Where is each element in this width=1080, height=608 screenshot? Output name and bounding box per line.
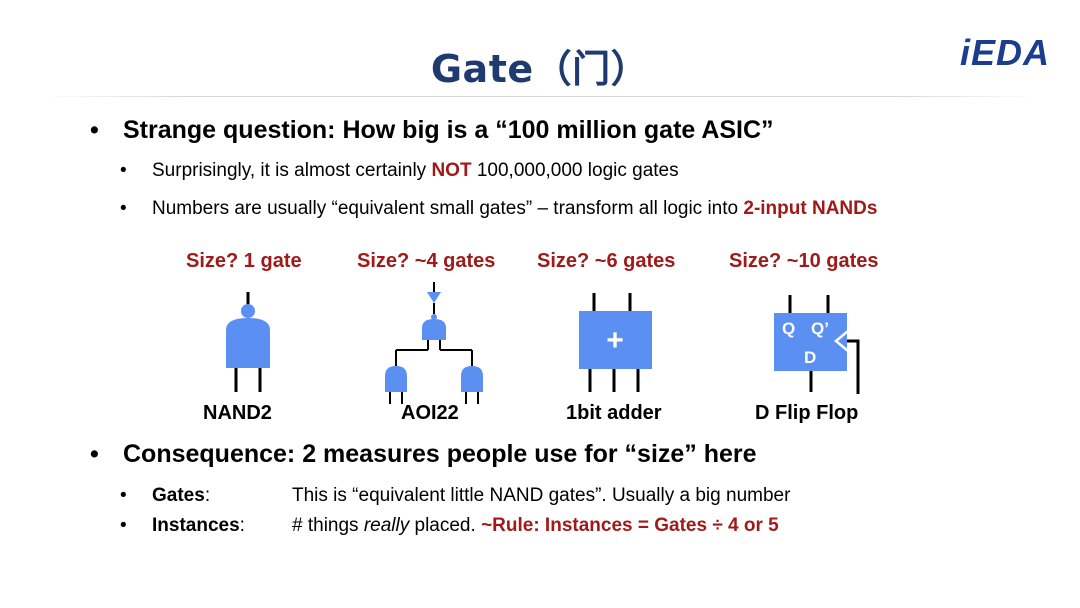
text-part: placed. [409,515,482,536]
gates-term: Gates: [152,485,210,507]
caption-nand2: NAND2 [203,402,272,424]
size-label-nand2: Size? 1 gate [186,250,302,272]
text-part: # things [292,515,364,536]
bullet-dot: • [120,198,127,219]
sub-bullet-text: Numbers are usually “equivalent small ga… [152,198,877,220]
instances-label: Instances [152,515,240,536]
caption-flipflop: D Flip Flop [755,402,859,424]
size-label-adder: Size? ~6 gates [537,250,676,272]
emphasis-not: NOT [431,160,472,181]
flipflop-symbol: Q Q’ D [774,295,860,394]
adder-plus-symbol: + [606,324,624,357]
emphasis-really: really [363,515,410,536]
text-part: Numbers are usually “equivalent small ga… [152,198,744,219]
caption-adder: 1bit adder [566,402,662,424]
rule-text: ~Rule: Instances = Gates ÷ 4 or 5 [481,515,779,536]
bullet-dot: • [90,116,99,144]
flipflop-q-label: Q [782,319,795,338]
text-part: 100,000,000 logic gates [471,160,679,181]
adder-symbol: + [579,293,652,392]
emphasis-2-input-nands: 2-input NANDs [743,198,878,219]
caption-aoi22: AOI22 [401,402,459,424]
instances-colon: : [239,515,245,536]
ieda-logo: iEDA [960,32,1051,73]
aoi22-symbol [385,282,483,404]
bullet-dot: • [120,160,127,181]
bullet-dot: • [90,440,99,468]
size-label-flipflop: Size? ~10 gates [729,250,879,272]
nand2-symbol [226,292,270,392]
gates-label: Gates [152,485,205,506]
instances-description: # things really placed. ~Rule: Instances… [292,515,779,537]
instances-term: Instances: [152,515,245,537]
sub-bullet-text: Surprisingly, it is almost certainly NOT… [152,160,679,182]
flipflop-qbar-label: Q’ [811,319,829,338]
bullet-text: Consequence: 2 measures people use for “… [123,440,757,468]
flipflop-d-label: D [804,348,816,367]
text-part: Surprisingly, it is almost certainly [152,160,432,181]
title-divider [40,96,1040,97]
gates-colon: : [204,485,211,506]
bullet-dot: • [120,485,127,506]
bullet-text: Strange question: How big is a “100 mill… [123,116,774,144]
size-label-aoi22: Size? ~4 gates [357,250,496,272]
bullet-dot: • [120,515,127,536]
gates-description: This is “equivalent little NAND gates”. … [292,485,791,506]
slide-title: Gate（门） [430,47,650,91]
